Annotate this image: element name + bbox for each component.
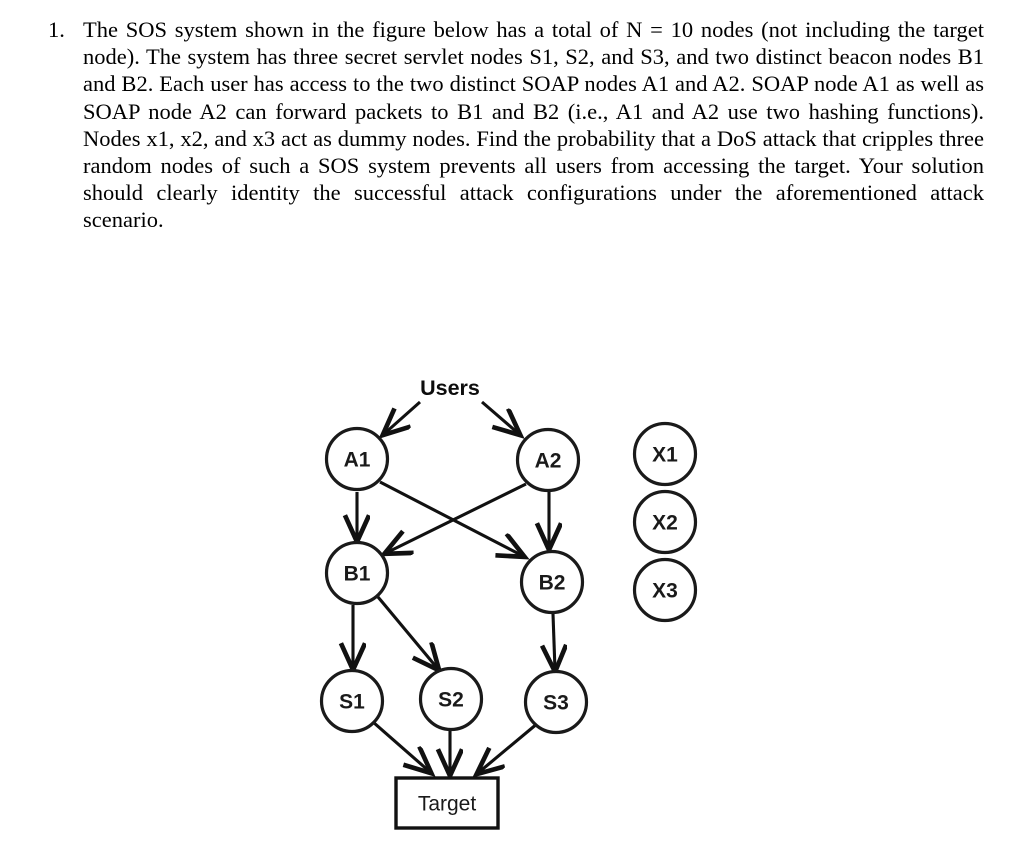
node-x2-label: X2 (652, 512, 678, 535)
node-s3-circle[interactable] (523, 669, 589, 735)
node-a1-circle[interactable] (324, 426, 390, 492)
node-a1-label: A1 (344, 449, 371, 472)
node-a2-circle[interactable] (515, 427, 581, 493)
node-x3[interactable]: X3 (632, 557, 698, 623)
node-b2-label: B2 (539, 572, 566, 595)
node-s1[interactable]: S1 (319, 668, 385, 734)
question-number: 1. (48, 17, 65, 42)
node-x3-label: X3 (652, 580, 678, 603)
node-s3-label: S3 (543, 692, 569, 715)
question-row: 1. The SOS system shown in the figure be… (44, 16, 984, 234)
edge-s1-target (371, 720, 430, 772)
node-x1[interactable]: X1 (632, 421, 698, 487)
node-b1-label: B1 (344, 563, 371, 586)
node-x1-circle[interactable] (632, 421, 698, 487)
node-b2-circle[interactable] (519, 549, 585, 615)
diagram-svg: Users A1 A2 (319, 376, 698, 830)
node-a2[interactable]: A2 (515, 427, 581, 493)
question-block: 1. The SOS system shown in the figure be… (44, 16, 984, 234)
node-s1-circle[interactable] (319, 668, 385, 734)
node-a2-label: A2 (535, 450, 562, 473)
edge-users-a1 (384, 400, 422, 434)
target-box[interactable] (394, 776, 500, 830)
node-s2-circle[interactable] (418, 666, 484, 732)
node-b1[interactable]: B1 (324, 540, 390, 606)
node-s3[interactable]: S3 (523, 669, 589, 735)
edge-a2-b1 (386, 482, 527, 553)
node-s2-label: S2 (438, 689, 464, 712)
edge-users-a2 (480, 400, 519, 434)
node-x2[interactable]: X2 (632, 489, 698, 555)
node-x2-circle[interactable] (632, 489, 698, 555)
users-label: Users (420, 376, 480, 400)
sos-system-diagram: Users A1 A2 (0, 340, 1024, 858)
node-b1-circle[interactable] (324, 540, 390, 606)
node-x1-label: X1 (652, 444, 678, 467)
node-s1-label: S1 (339, 691, 365, 714)
node-a1[interactable]: A1 (324, 426, 390, 492)
node-s2[interactable]: S2 (418, 666, 484, 732)
edge-s3-target (478, 721, 539, 773)
question-text: The SOS system shown in the figure below… (83, 17, 984, 233)
node-x3-circle[interactable] (632, 557, 698, 623)
target-label: Target (418, 793, 477, 816)
node-target[interactable]: Target (394, 776, 500, 830)
node-b2[interactable]: B2 (519, 549, 585, 615)
edge-b1-s2 (376, 596, 438, 669)
edge-b2-s3 (553, 613, 555, 670)
